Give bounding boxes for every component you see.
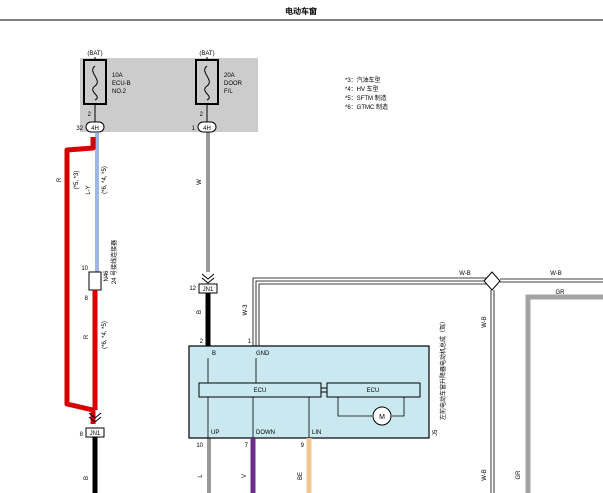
fuse-2-pin-top: 2 <box>200 112 204 118</box>
fuse-1-connector-label: 4H <box>91 126 99 132</box>
page-title: 电动车窗 <box>285 6 317 16</box>
fuse-1-pin-bottom: 32 <box>76 126 83 132</box>
wire-wb-gnd-a <box>252 277 486 346</box>
pin-up-num: 10 <box>196 443 203 449</box>
splice-point-icon <box>483 271 501 291</box>
wire-label-wb-1: W-B <box>459 271 471 277</box>
wire-label-ly: L-Y <box>86 185 92 194</box>
note-4: *6：GTMC 制造 <box>345 103 388 111</box>
fuse-1-name2: NO.2 <box>112 89 127 95</box>
n46-pin-top: 10 <box>81 266 88 272</box>
motor-label: M <box>379 414 385 421</box>
module-code: J5 <box>433 429 439 436</box>
n46-pin-bottom: 8 <box>85 296 89 302</box>
jn1-bottom-pin: 8 <box>80 432 84 438</box>
fuse-block-area <box>80 58 258 132</box>
fuse-2-name2: F/L <box>224 89 233 95</box>
jn1-bottom-name: JN1 <box>90 431 101 437</box>
fuse-1-name1: ECU-B <box>112 81 131 87</box>
pin-b-label: B <box>212 351 216 357</box>
motor-circuit <box>337 397 405 417</box>
fuse-2-connector-label: 4H <box>203 126 211 132</box>
note-1: *3：汽油车型 <box>345 76 381 84</box>
fuse-2-name1: DOOR <box>224 81 243 87</box>
fuse-1-element-icon <box>92 65 98 101</box>
wire-label-l: L <box>198 474 204 478</box>
pin-down-num: 7 <box>245 443 249 449</box>
wire-label-gr-bottom: GR <box>516 470 522 480</box>
fuse-2-amps: 20A <box>224 73 235 79</box>
fuse-1-connector <box>85 121 105 133</box>
wire-label-v: V <box>242 474 248 478</box>
wire-label-wb-bottom: W-B <box>482 469 488 481</box>
fuse-2-pin-bottom: 1 <box>192 126 196 132</box>
wire-wb-gnd-c <box>258 283 486 346</box>
fuse-1-source: (BAT) <box>87 51 102 57</box>
fuse-2-element-icon <box>204 65 210 101</box>
wire-label-w3: W-3 <box>243 304 249 316</box>
pin-gnd-num: 1 <box>248 339 252 345</box>
ecu-right-label: ECU <box>367 388 380 394</box>
motor-icon <box>372 406 392 426</box>
wire-label-r-1: R <box>57 177 63 182</box>
note-2: *4：HV 车型 <box>345 85 379 93</box>
pin-b-num: 2 <box>200 339 204 345</box>
wire-label-wb-2: W-B <box>550 271 562 277</box>
wire-red-loop <box>64 137 96 424</box>
pin-lin-num: 9 <box>301 443 305 449</box>
splice-chevron-top-icon <box>201 273 215 284</box>
module-label: 左前电动车窗升降器电动机总成（驾） <box>439 318 447 420</box>
fuse-1-pin-top: 2 <box>88 112 92 118</box>
wire-gr <box>525 294 603 493</box>
pin-up-label: UP <box>211 430 219 436</box>
wire-label-gr: GR <box>556 290 566 296</box>
wire-label-b: B <box>197 310 203 314</box>
wire-note-ly: (*6, *4, *5) <box>102 166 108 194</box>
ecu-left-box <box>198 382 322 398</box>
wire-label-wb-3: W-B <box>482 316 488 328</box>
ecu-right-box <box>326 382 421 398</box>
ecu-left-label: ECU <box>254 388 267 394</box>
n46-code: N46 <box>104 270 110 282</box>
jn1-top-name: JN1 <box>203 287 214 293</box>
wire-note-r-1: (*5, *3) <box>74 171 80 190</box>
fuse-2-source: (BAT) <box>199 51 214 57</box>
pin-gnd-label: GND <box>256 351 270 357</box>
jn1-top-pin: 12 <box>189 286 196 292</box>
n46-label: 24 号接线连接器 <box>110 240 118 284</box>
fuse-1-amps: 10A <box>112 73 123 79</box>
wire-label-r-2: R <box>84 334 90 339</box>
wire-note-r-2: (*6, *4, *5) <box>102 321 108 349</box>
wire-label-w: W <box>197 179 203 185</box>
connector-n46 <box>88 271 102 291</box>
wire-label-be: BE <box>298 472 304 480</box>
wire-label-b-bottom: B <box>84 476 90 480</box>
pin-lin-label: LIN <box>312 430 321 436</box>
splice-chevron-icon <box>88 412 102 423</box>
note-3: *5：SFTM 制造 <box>345 94 387 102</box>
wire-wb-gnd-b <box>255 280 486 346</box>
pin-down-label: DOWN <box>256 430 275 436</box>
